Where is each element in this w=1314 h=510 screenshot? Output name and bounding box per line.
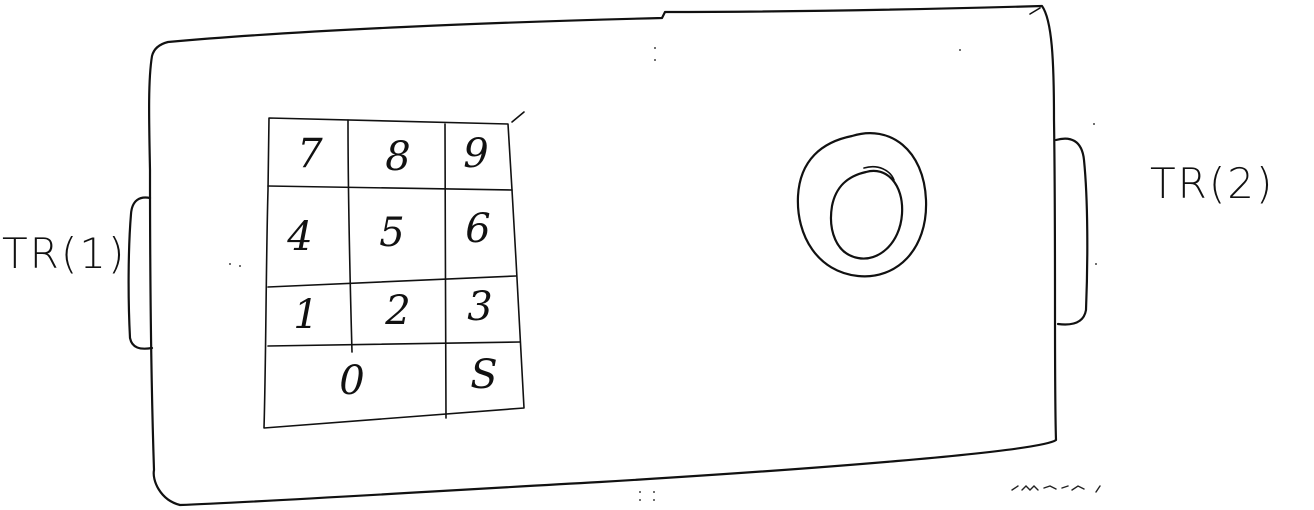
key-4[interactable]: 4 <box>286 214 312 260</box>
right-tab-label: TR(2) <box>1150 159 1274 208</box>
key-0[interactable]: 0 <box>339 358 364 404</box>
dial-inner-ring <box>831 171 902 259</box>
speck <box>654 59 656 61</box>
key-label: 6 <box>465 206 490 252</box>
left-tab-label: TR(1) <box>2 229 126 278</box>
key-label: 7 <box>297 131 323 177</box>
key-label: 8 <box>385 134 410 180</box>
key-3[interactable]: 3 <box>467 284 492 330</box>
keypad-divider <box>348 120 352 352</box>
key-label: 1 <box>293 292 318 338</box>
key-label: S <box>470 352 497 398</box>
device-body <box>149 6 1056 505</box>
stray-stroke <box>1030 8 1040 14</box>
corner-scribble <box>1012 486 1100 492</box>
key-7[interactable]: 7 <box>297 131 323 177</box>
speck <box>959 49 961 51</box>
keypad: 7 8 9 4 5 6 1 2 3 0 S <box>264 118 524 428</box>
keypad-divider <box>445 124 446 418</box>
stray-stroke <box>512 112 524 122</box>
key-6[interactable]: 6 <box>465 206 490 252</box>
speck <box>229 263 231 265</box>
left-tab[interactable] <box>129 198 152 349</box>
speck <box>639 491 641 493</box>
key-label: 9 <box>463 131 488 177</box>
right-tab[interactable] <box>1056 139 1087 325</box>
key-8[interactable]: 8 <box>385 134 410 180</box>
key-1[interactable]: 1 <box>293 292 318 338</box>
dial-outer-ring <box>798 133 926 276</box>
key-label: 5 <box>379 210 404 256</box>
dial[interactable] <box>798 133 926 276</box>
keypad-divider <box>268 186 512 190</box>
speck <box>639 499 641 501</box>
key-5[interactable]: 5 <box>379 210 404 256</box>
speck <box>654 47 656 49</box>
key-label: 3 <box>467 284 492 330</box>
speck <box>653 499 655 501</box>
key-label: 2 <box>384 288 410 334</box>
speck <box>1093 123 1095 125</box>
speck <box>239 265 241 267</box>
key-label: 0 <box>339 358 364 404</box>
paper-marks <box>229 8 1100 501</box>
key-s[interactable]: S <box>470 352 497 398</box>
key-2[interactable]: 2 <box>384 288 410 334</box>
key-label: 4 <box>286 214 312 260</box>
key-9[interactable]: 9 <box>463 131 488 177</box>
speck <box>1095 263 1097 265</box>
speck <box>653 491 655 493</box>
keypad-divider <box>268 342 520 346</box>
